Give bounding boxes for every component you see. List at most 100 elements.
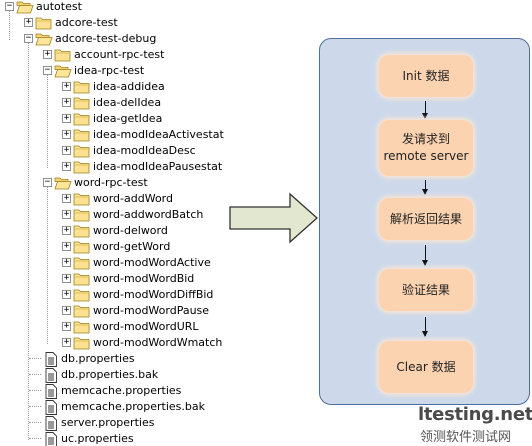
tree-item-label: db.properties.bak xyxy=(61,368,159,381)
tree-item-label: uc.properties xyxy=(61,432,134,445)
tree-folder-row[interactable]: + word-modWordActive xyxy=(0,255,230,271)
tree-connector xyxy=(29,422,41,423)
folder-icon xyxy=(73,128,91,142)
tree-item-label: memcache.properties xyxy=(61,384,182,397)
tree-folder-row[interactable]: + idea-addidea xyxy=(0,79,230,95)
folder-icon xyxy=(73,208,91,222)
folder-icon xyxy=(73,80,91,94)
tree-file-row[interactable]: server.properties xyxy=(0,415,230,431)
tree-item-label: word-rpc-test xyxy=(74,176,148,189)
tree-folder-row[interactable]: +word-modWordDiffBid xyxy=(0,287,230,303)
expand-icon[interactable]: + xyxy=(62,81,71,91)
expand-icon[interactable]: + xyxy=(62,337,71,347)
tree-item-label: word-modWordBid xyxy=(93,272,195,285)
right-arrow-icon xyxy=(229,192,318,244)
flow-step-clear-data: Clear 数据 xyxy=(379,341,473,393)
tree-connector xyxy=(29,390,41,391)
folder-icon xyxy=(73,96,91,110)
folder-open-icon xyxy=(16,0,34,14)
tree-item-label: idea-getIdea xyxy=(93,112,163,125)
tree-file-row[interactable]: memcache.properties xyxy=(0,383,230,399)
collapse-icon[interactable]: − xyxy=(5,1,14,11)
tree-item-label: adcore-test-debug xyxy=(55,32,157,45)
tree-folder-row[interactable]: +word-modWordURL xyxy=(0,319,230,335)
tree-folder-row[interactable]: − word-rpc-test xyxy=(0,175,230,191)
collapse-icon[interactable]: − xyxy=(43,177,52,187)
tree-folder-row[interactable]: +idea-modIdeaPausestat xyxy=(0,159,230,175)
tree-guide-line xyxy=(28,40,29,440)
flow-arrow xyxy=(421,180,428,195)
expand-icon[interactable]: + xyxy=(62,145,71,155)
collapse-icon[interactable]: − xyxy=(43,65,52,75)
tree-item-label: idea-addidea xyxy=(93,80,165,93)
flow-step-init: Init 数据 xyxy=(379,55,473,97)
tree-item-label: word-modWordActive xyxy=(93,256,211,269)
tree-item-label: db.properties xyxy=(61,352,135,365)
expand-icon[interactable]: + xyxy=(62,225,71,235)
tree-folder-row[interactable]: + word-getWord xyxy=(0,239,230,255)
tree-folder-row[interactable]: − adcore-test-debug xyxy=(0,31,230,47)
expand-icon[interactable]: + xyxy=(62,193,71,203)
folder-icon xyxy=(73,240,91,254)
tree-folder-row[interactable]: +word-modWordPause xyxy=(0,303,230,319)
tree-folder-row[interactable]: + idea-modIdeaDesc xyxy=(0,143,230,159)
tree-item-label: word-modWordWmatch xyxy=(93,336,223,349)
expand-icon[interactable]: + xyxy=(62,241,71,251)
expand-icon[interactable]: + xyxy=(62,97,71,107)
expand-icon[interactable]: + xyxy=(43,49,52,59)
file-icon xyxy=(44,416,58,431)
flow-arrow xyxy=(421,245,428,266)
tree-item-label: word-delword xyxy=(93,224,168,237)
folder-open-icon xyxy=(54,176,72,190)
tree-folder-row[interactable]: + word-addWord xyxy=(0,191,230,207)
expand-icon[interactable]: + xyxy=(62,161,71,171)
expand-icon[interactable]: + xyxy=(62,305,71,315)
expand-icon[interactable]: + xyxy=(62,273,71,283)
folder-icon xyxy=(73,144,91,158)
flow-arrow xyxy=(421,101,428,119)
tree-folder-row[interactable]: +account-rpc-test xyxy=(0,47,230,63)
expand-icon[interactable]: + xyxy=(62,289,71,299)
tree-folder-row[interactable]: − idea-rpc-test xyxy=(0,63,230,79)
flow-step-parse-result: 解析返回结果 xyxy=(379,198,473,240)
tree-folder-row[interactable]: + word-modWordWmatch xyxy=(0,335,230,351)
tree-folder-row[interactable]: + idea-modIdeaActivestat xyxy=(0,127,230,143)
folder-icon xyxy=(73,288,91,302)
project-tree: −autotest+adcore-test−adcore-test-debug+… xyxy=(0,0,230,446)
tree-connector xyxy=(29,358,41,359)
tree-guide-line xyxy=(47,184,48,344)
folder-icon xyxy=(35,16,53,30)
tree-item-label: word-addWord xyxy=(93,192,173,205)
tree-item-label: word-getWord xyxy=(93,240,171,253)
tree-folder-row[interactable]: + adcore-test xyxy=(0,15,230,31)
expand-icon[interactable]: + xyxy=(62,209,71,219)
tree-folder-row[interactable]: +idea-delIdea xyxy=(0,95,230,111)
tree-item-label: adcore-test xyxy=(55,16,118,29)
tree-folder-row[interactable]: +word-addwordBatch xyxy=(0,207,230,223)
expand-icon[interactable]: + xyxy=(62,113,71,123)
expand-icon[interactable]: + xyxy=(24,17,33,27)
expand-icon[interactable]: + xyxy=(62,129,71,139)
tree-file-row[interactable]: db.properties xyxy=(0,351,230,367)
tree-folder-row[interactable]: + word-delword xyxy=(0,223,230,239)
file-icon xyxy=(44,352,58,367)
tree-folder-row[interactable]: + idea-getIdea xyxy=(0,111,230,127)
tree-item-label: idea-modIdeaDesc xyxy=(93,144,196,157)
tree-folder-row[interactable]: + word-modWordBid xyxy=(0,271,230,287)
tree-file-row[interactable]: uc.properties xyxy=(0,431,230,446)
folder-icon xyxy=(73,272,91,286)
tree-item-label: idea-modIdeaActivestat xyxy=(93,128,224,141)
collapse-icon[interactable]: − xyxy=(24,33,33,43)
expand-icon[interactable]: + xyxy=(62,257,71,267)
tree-item-label: memcache.properties.bak xyxy=(61,400,205,413)
tree-folder-row[interactable]: −autotest xyxy=(0,0,230,15)
tree-item-label: idea-rpc-test xyxy=(74,64,145,77)
tree-connector xyxy=(29,438,41,439)
tree-file-row[interactable]: memcache.properties.bak xyxy=(0,399,230,415)
folder-icon xyxy=(73,192,91,206)
file-icon xyxy=(44,400,58,415)
folder-icon xyxy=(54,48,72,62)
tree-file-row[interactable]: db.properties.bak xyxy=(0,367,230,383)
expand-icon[interactable]: + xyxy=(62,321,71,331)
flow-step-verify-result: 验证结果 xyxy=(379,269,473,311)
